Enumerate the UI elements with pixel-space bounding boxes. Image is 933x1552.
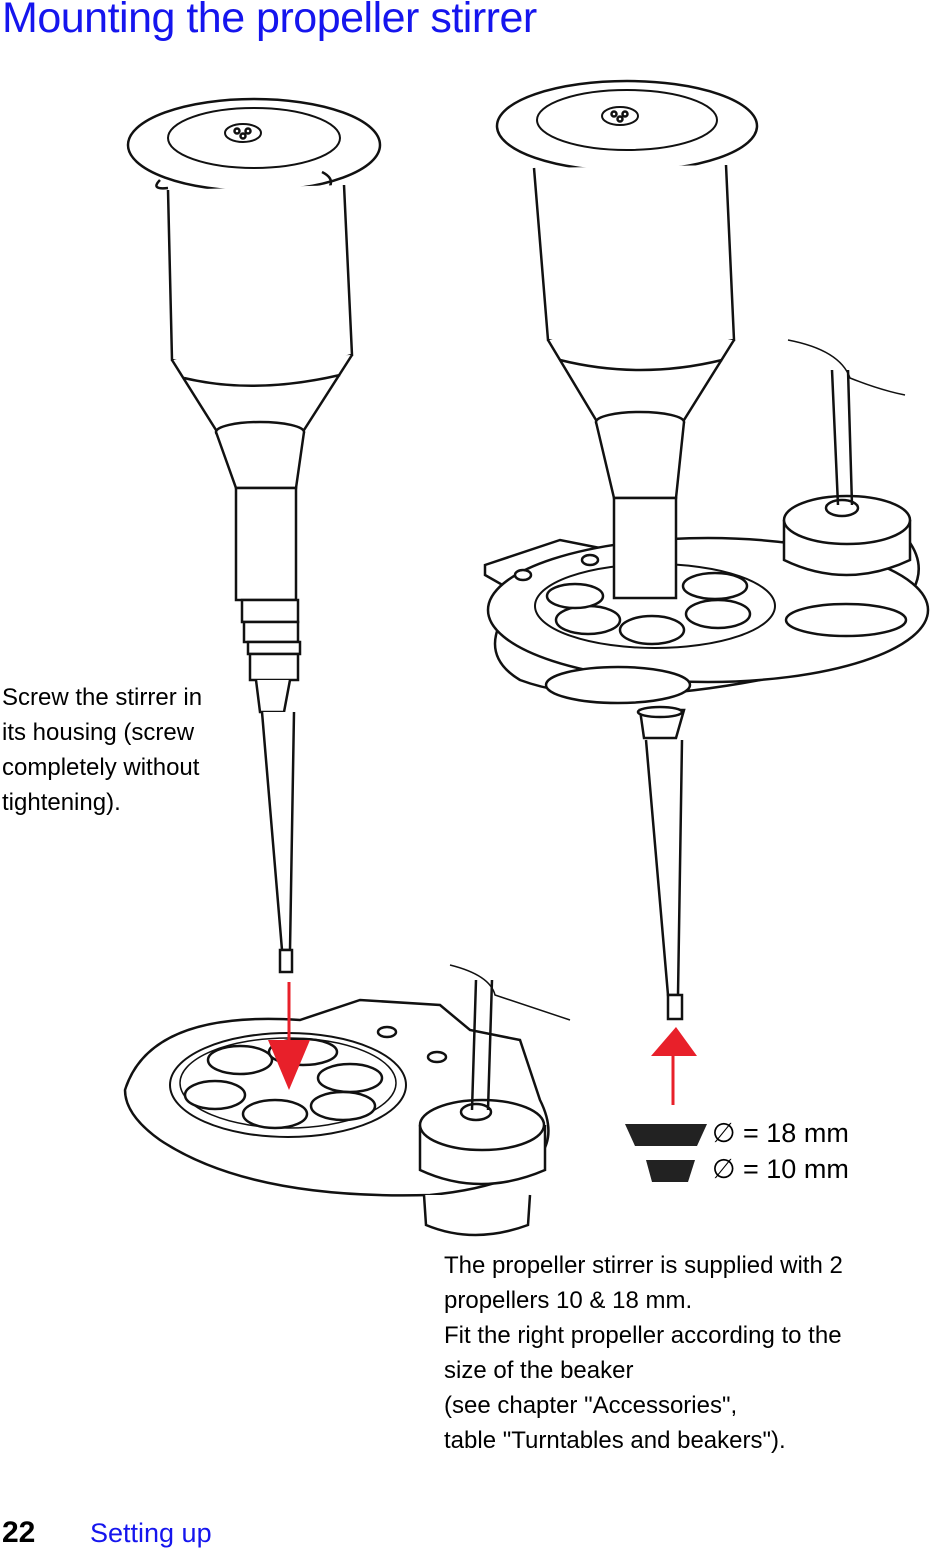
propeller-18mm-icon: [625, 1124, 707, 1146]
instruction-line: size of the beaker: [444, 1357, 634, 1384]
propeller-10mm-label: ∅ = 10 mm: [712, 1154, 849, 1184]
propeller-18mm-label: ∅ = 18 mm: [712, 1118, 849, 1148]
page-number: 22: [2, 1516, 36, 1549]
section-name: Setting up: [90, 1518, 212, 1548]
instruction-line: Screw the stirrer in: [2, 684, 203, 711]
instruction-line: propellers 10 & 18 mm.: [444, 1287, 693, 1314]
instruction-propeller-size: The propeller stirrer is supplied with 2…: [444, 1248, 929, 1458]
instruction-line: Fit the right propeller according to the: [444, 1322, 842, 1349]
insert-arrow-up: [651, 1027, 697, 1105]
page-title: Mounting the propeller stirrer: [2, 0, 537, 42]
instruction-line: completely without: [2, 754, 200, 781]
left-stirrer-rod: [260, 711, 296, 974]
right-turntable: [483, 339, 930, 705]
bottom-turntable: [123, 964, 571, 1237]
right-stirrer-motor: [495, 79, 759, 740]
left-stirrer-motor: [126, 97, 382, 714]
insert-arrow-down: [268, 982, 310, 1090]
instruction-line: tightening).: [2, 789, 121, 816]
instruction-line: its housing (screw: [2, 719, 195, 746]
instruction-screw-stirrer: Screw the stirrer in its housing (screw …: [2, 680, 252, 820]
propeller-10mm-icon: [646, 1160, 695, 1182]
instruction-line: The propeller stirrer is supplied with 2: [444, 1252, 843, 1279]
right-stirrer-rod: [644, 739, 684, 1021]
instruction-line: (see chapter "Accessories",: [444, 1392, 738, 1419]
instruction-line: table "Turntables and beakers").: [444, 1427, 786, 1454]
